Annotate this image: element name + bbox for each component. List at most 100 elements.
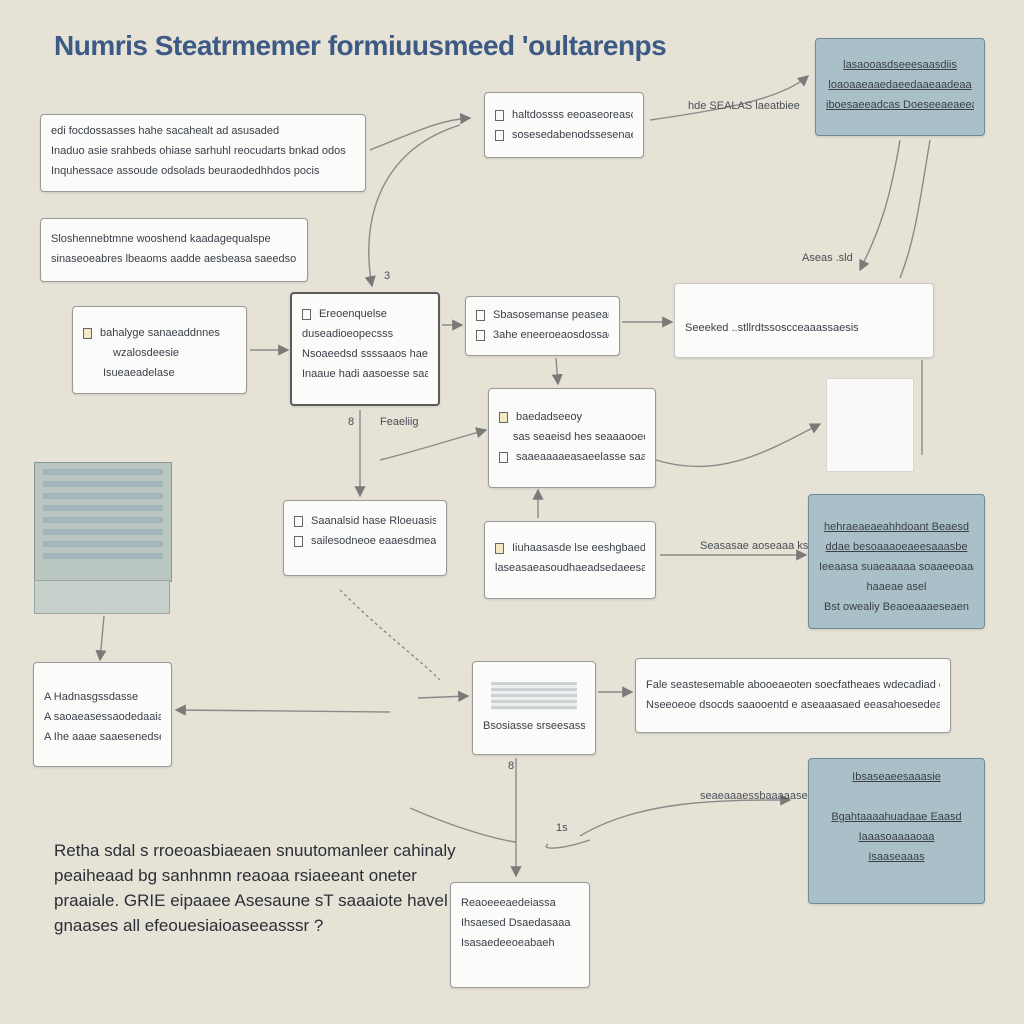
node-blue-bottom-right[interactable]: Ibsaseaeesaaasie Bgahtaaaahuadaae Eaasd … bbox=[808, 758, 985, 904]
node-line: wzalosdeesie bbox=[113, 347, 180, 359]
arrow-label-small-b: 8 bbox=[348, 416, 355, 428]
arrow-label-small: 3 bbox=[384, 270, 391, 282]
node-text: 3ahe eneeroeaosdossaes bbox=[493, 329, 609, 341]
arrow-into-center-lower bbox=[417, 690, 470, 702]
arrow-top-left-to-center bbox=[369, 113, 472, 151]
checkbox-icon bbox=[495, 542, 504, 554]
node-line: Isasaedeeoeabaeh bbox=[461, 937, 555, 949]
node-text: Iiuhaasasde lse eeshgbaed bbox=[512, 542, 645, 554]
node-line: loaoaaeaaedaeedaaeaadeaa bbox=[828, 79, 972, 91]
node-right-wide[interactable]: Seeeked ..stllrdtssoscceaaassaesis bbox=[674, 283, 934, 358]
node-text: sosesedabenodssesenaeed bbox=[512, 129, 633, 141]
monitor-base bbox=[34, 580, 170, 614]
node-line: Ibsaseaeesaaasie bbox=[852, 771, 941, 783]
monitor-image bbox=[34, 462, 172, 582]
node-mid-left[interactable]: Sloshennebtmne wooshend kaadagequalspe s… bbox=[40, 218, 308, 282]
node-right-lower[interactable]: Fale seastesemable abooeaeoten soecfathe… bbox=[635, 658, 951, 733]
node-line: haltdossss eeoaseoreascsiaa bbox=[495, 105, 633, 125]
checkbox-icon bbox=[83, 327, 92, 339]
node-bottom-center[interactable]: Reaoeeeaedeiassa Ihsaesed Dsaedasaaa Isa… bbox=[450, 882, 590, 988]
node-line: sosesedabenodssesenaeed bbox=[495, 125, 633, 145]
node-center-lower[interactable]: Bsosiasse srseesasse bbox=[472, 661, 596, 755]
arrow-to-blue-lower bbox=[579, 794, 792, 837]
node-center-left-mid[interactable]: Saanalsid hase Rloeuasisos sailesodneoe … bbox=[283, 500, 447, 576]
arrow-swoop bbox=[409, 807, 517, 843]
node-left-lower[interactable]: A Hadnasgssdasse A saoaeasessaodedaaia A… bbox=[33, 662, 172, 767]
node-line: sinaseoeabres lbeaoms aadde aesbeasa sae… bbox=[51, 253, 297, 265]
node-line: Reaoeeeaedeiassa bbox=[461, 897, 556, 909]
checkbox-icon bbox=[302, 308, 311, 320]
node-text: Saanalsid hase Rloeuasisos bbox=[311, 515, 436, 527]
checkbox-icon bbox=[499, 451, 508, 463]
link-label-lower-right: seaeaaaessbaaaaaseasease bbox=[700, 790, 844, 802]
arrow-label-lower: 8 bbox=[508, 760, 515, 772]
node-left-small[interactable]: bahalyge sanaeaddnnes wzalosdeesie Isuea… bbox=[72, 306, 247, 394]
arrow-label-right: Aseas .sld bbox=[802, 252, 853, 264]
node-line: Sbasosemanse peaseard aade bbox=[476, 305, 609, 325]
footnote-text: Retha sdal s rroeoasbiaeaen snuutomanlee… bbox=[54, 838, 456, 938]
node-line: Iiuhaasasde lse eeshgbaed bbox=[495, 538, 645, 558]
checkbox-icon bbox=[495, 109, 504, 121]
node-line: haaeae asel bbox=[866, 581, 927, 593]
node-text: sailesodneoe eaaesdmeaeds baaeas ussanse… bbox=[311, 535, 436, 547]
node-text: bahalyge sanaeaddnnes bbox=[100, 327, 220, 339]
node-center-right1[interactable]: Sbasosemanse peaseard aade 3ahe eneeroea… bbox=[465, 296, 620, 356]
node-line: Bst owealiy Beaoeaaaeseaen bbox=[824, 601, 969, 613]
arrow-label-center: Feaeliig bbox=[380, 416, 419, 428]
node-blue-mid-right[interactable]: hehraeaeaeahhdoant Beaesd ddae besoaaaoe… bbox=[808, 494, 985, 629]
node-line: Ihsaesed Dsaedasaaa bbox=[461, 917, 571, 929]
checkbox-icon bbox=[294, 515, 303, 527]
node-line: Isaaseaaas bbox=[868, 851, 925, 863]
node-line: A saoaeasessaodedaaia bbox=[44, 711, 161, 723]
node-text: haltdossss eeoaseoreascsiaa bbox=[512, 109, 633, 121]
arrow-label-lower-small: 1s bbox=[556, 822, 568, 834]
node-line: Fale seastesemable abooeaeoten soecfathe… bbox=[646, 679, 940, 691]
node-line: hehraeaeaeahhdoant Beaesd bbox=[824, 521, 969, 533]
node-line: Sloshennebtmne wooshend kaadagequalspe bbox=[51, 233, 271, 245]
arrow-hook bbox=[545, 839, 591, 849]
arrow-curve-to-center-dark bbox=[364, 124, 461, 288]
node-text: baedadseeoy bbox=[516, 411, 583, 423]
node-center-mid[interactable]: baedadseeoy sas seaeisd hes seaaaooecss … bbox=[488, 388, 656, 488]
node-line: baedadseeoy bbox=[499, 407, 645, 427]
arrow-mid-to-right bbox=[655, 423, 822, 468]
node-line: iboesaeeadcas Doeseeaeaeeaaaaaee bbox=[826, 99, 974, 111]
node-line: laseasaeasoudhaeadsedaeesasne bbox=[495, 562, 645, 574]
node-line: A Hadnasgssdasse bbox=[44, 691, 139, 703]
footnote-line: gnaases all efeouesiaioaseeasssr ? bbox=[54, 916, 324, 935]
node-line: Nseeoeoe dsocds saaooentd e aseaaasaed e… bbox=[646, 699, 940, 711]
arrow-monitor-down bbox=[95, 615, 107, 662]
node-top-left[interactable]: edi focdossasses hahe sacahealt ad asusa… bbox=[40, 114, 366, 192]
node-line: Saanalsid hase Rloeuasisos bbox=[294, 511, 436, 531]
node-text: Sbasosemanse peaseard aade bbox=[493, 309, 609, 321]
node-line: Ieeaasa suaeaaaaa soaaeeoaaae bbox=[819, 561, 974, 573]
node-line: sas seaeisd hes seaaaooecss bbox=[513, 431, 645, 443]
node-line: duseadioeopecsss bbox=[302, 328, 394, 340]
node-line: Isueaeadelase bbox=[103, 367, 175, 379]
checkbox-icon bbox=[499, 411, 508, 423]
node-spacer bbox=[819, 787, 974, 807]
diagram-title: Numris Steatrmemer formiuusmeed 'oultare… bbox=[54, 30, 667, 61]
node-text: Ereoenquelse bbox=[319, 308, 387, 320]
node-center-dark[interactable]: Ereoenquelse duseadioeopecsss Nsoaeedsd … bbox=[290, 292, 440, 406]
footnote-line: peaiheaad bg sanhnmn reaoaa rsiaeeant on… bbox=[54, 866, 417, 885]
node-text: saaeaaaaeasaeelasse saasss bbox=[516, 451, 645, 463]
checkbox-icon bbox=[294, 535, 303, 547]
arrow-top-right-in bbox=[649, 75, 810, 121]
checkbox-icon bbox=[495, 129, 504, 141]
node-line: Inaduo asie srahbeds ohiase sarhuhl reoc… bbox=[51, 145, 346, 157]
checkbox-icon bbox=[476, 329, 485, 341]
node-center-right-mid[interactable]: Iiuhaasasde lse eeshgbaed laseasaeasoudh… bbox=[484, 521, 656, 599]
arrow-wave-to-mid bbox=[379, 427, 488, 461]
checkbox-icon bbox=[476, 309, 485, 321]
footnote-line: praaiale. GRIE eipaaee Asesaune sT saaai… bbox=[54, 891, 448, 910]
arrow-right1-down bbox=[551, 357, 563, 386]
node-line: bahalyge sanaeaddnnes bbox=[83, 323, 236, 343]
arrow-blue-down bbox=[859, 139, 901, 272]
node-blue-top-right[interactable]: lasaooasdseeesaasdiis loaoaaeaaedaeedaae… bbox=[815, 38, 985, 136]
node-line: saaeaaaaeasaeelasse saasss bbox=[499, 447, 645, 467]
node-line: Inquhessace assoude odsolads beuraodedhh… bbox=[51, 165, 320, 177]
node-top-center[interactable]: haltdossss eeoaseoreascsiaa sosesedabeno… bbox=[484, 92, 644, 158]
arrow-label-top: hde SEALAS laeatbiee bbox=[688, 100, 800, 112]
